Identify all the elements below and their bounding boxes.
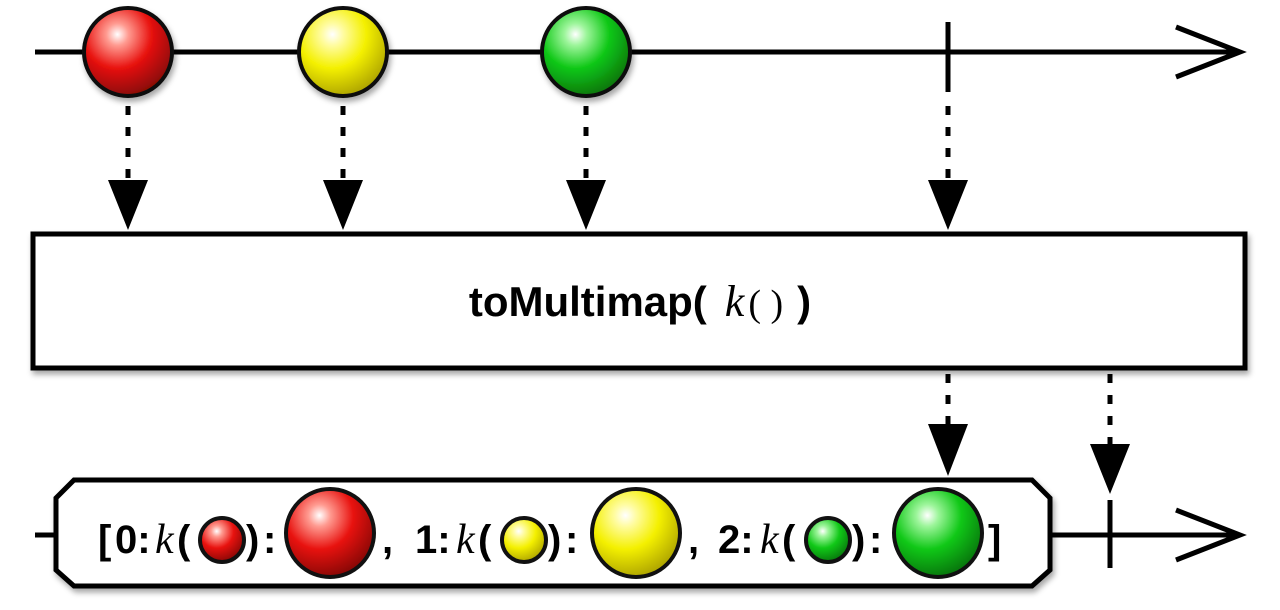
result-entry-2-index: 2: [718,518,754,562]
source-marble-yellow [297,6,389,98]
input-arrows [108,106,968,230]
result-entry-0-key-fn: k [155,517,175,563]
result-entry-2-key-fn: k [760,517,780,563]
source-marble-red [82,6,174,98]
operator-box-frame [30,231,1248,371]
result-entry-0-sep: , [382,518,393,562]
result-map-item: [ 0: k ( ) : , 1: k ( ) : , 2: k ( ) : ] [53,477,1053,589]
source-timeline [35,22,1247,92]
output-arrow-complete-head [1090,444,1130,494]
result-entry-2-key-marble [804,516,852,564]
source-timeline-arrowhead [1175,24,1247,80]
result-entry-2-close-paren: ) [852,518,865,562]
operator-key-fn: k [725,277,746,326]
result-entry-0-index: 0: [115,518,151,562]
result-entry-1-index: 1: [415,518,451,562]
result-entry-1-open-paren: ( [478,518,492,562]
operator-name: toMultimap( [469,278,707,325]
result-open-bracket: [ [98,518,111,562]
input-arrow-green-head [566,180,606,230]
result-entry-1-key-fn: k [456,517,476,563]
operator-key-parens: ( ) [748,283,783,325]
result-timeline-arrowhead [1175,507,1247,563]
result-entry-1-close-paren: ) [548,518,561,562]
result-entry-2-value-marble [892,487,984,579]
operator-close: ) [797,278,811,325]
result-entry-0-key-marble [198,516,246,564]
input-arrow-yellow-head [323,180,363,230]
source-marbles [82,6,632,98]
result-entry-0-colon: : [263,518,276,562]
result-entry-2-colon: : [869,518,882,562]
result-entry-0-open-paren: ( [177,518,191,562]
input-arrow-red-head [108,180,148,230]
result-entry-0-value-marble [284,487,376,579]
result-entry-1-sep: , [688,518,699,562]
output-arrows [928,374,1130,494]
result-entry-0-close-paren: ) [246,518,259,562]
operator-label: toMultimap( k ( ) ) [469,277,811,326]
result-entry-2-open-paren: ( [782,518,796,562]
result-entry-1-colon: : [565,518,578,562]
result-entry-1-value-marble [590,487,682,579]
input-arrow-complete-head [928,180,968,230]
output-arrow-result-head [928,424,968,476]
source-marble-green [540,6,632,98]
operator-box: toMultimap( k ( ) ) [30,231,1248,371]
result-close-bracket: ] [988,518,1001,562]
result-entry-1-key-marble [500,516,548,564]
